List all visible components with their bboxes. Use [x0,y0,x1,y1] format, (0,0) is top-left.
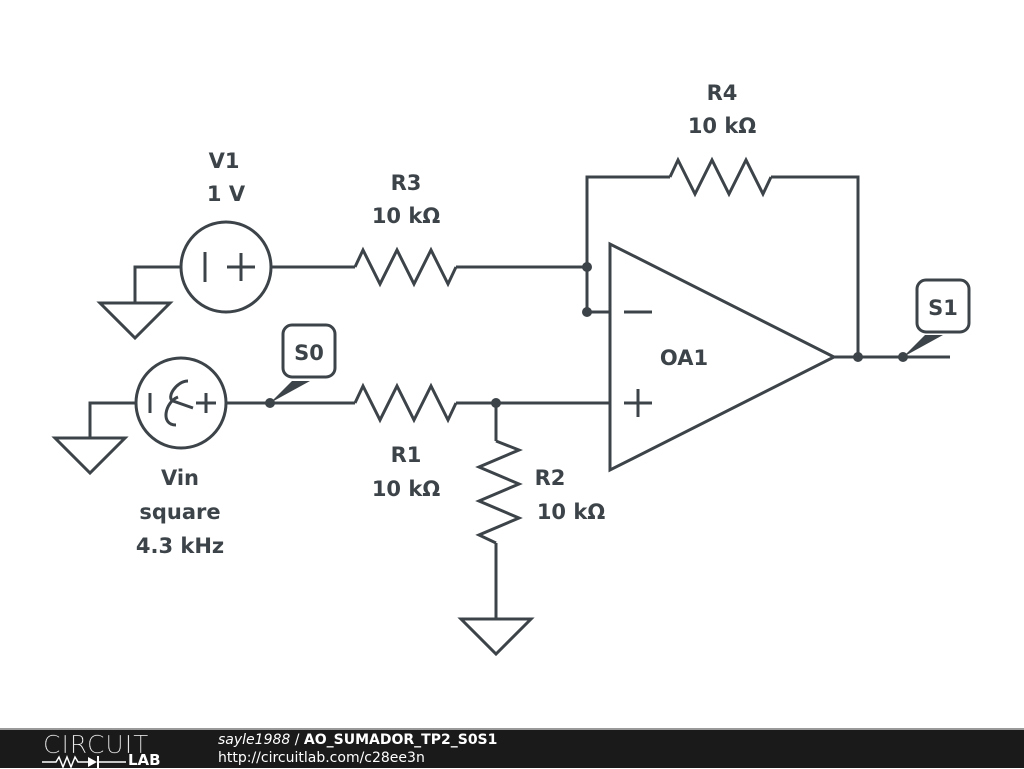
probe-s1-label: S1 [928,296,958,320]
vin-label: Vin [161,466,199,490]
r3-label: R3 [391,171,422,195]
r2-label: R2 [535,466,566,490]
circuitlab-logo-lab: LAB [128,751,161,769]
r3-resistor[interactable] [353,246,458,288]
circuit-url[interactable]: http://circuitlab.com/c28ee3n [218,750,425,766]
vin-frequency: 4.3 kHz [136,534,224,558]
v1-value: 1 V [207,182,246,206]
probe-s0-label: S0 [294,341,324,365]
ground-v1 [96,265,181,341]
r1-resistor[interactable] [353,382,458,424]
v1-label: V1 [209,149,240,173]
r1-label: R1 [391,443,422,467]
r2-resistor[interactable] [475,439,523,545]
wire-feedback-right [771,175,860,356]
vin-source[interactable] [134,356,228,450]
wire-feedback-left [585,175,670,312]
r4-label: R4 [707,81,738,105]
r2-value: 10 kΩ [537,500,606,524]
resistor-diode-logo-icon [42,755,126,769]
ground-vin [51,401,136,476]
circuit-name: AO_SUMADOR_TP2_S0S1 [303,732,498,748]
r1-value: 10 kΩ [372,477,441,501]
op-amp-oa1[interactable] [608,241,838,473]
v1-source[interactable] [179,220,273,314]
ground-r2 [457,617,535,657]
r3-value: 10 kΩ [372,204,441,228]
circuitlab-logo-text[interactable]: CIRCUIT [43,730,150,759]
vin-waveform: square [139,500,220,524]
schematic-canvas: V1 1 V R3 10 kΩ R4 10 kΩ OA1 S1 [51,81,971,657]
probe-s0[interactable]: S0 [270,323,337,403]
r4-resistor[interactable] [668,156,773,198]
oa1-label: OA1 [660,346,708,370]
probe-s1[interactable]: S1 [903,278,971,357]
circuit-title-line: sayle1988 / AO_SUMADOR_TP2_S0S1 [218,732,497,749]
footer-bar: CIRCUIT LAB sayle1988 / AO_SUMADOR_TP2_S… [0,728,1024,769]
junction-dot [853,352,863,362]
r4-value: 10 kΩ [688,114,757,138]
title-separator: / [290,732,304,748]
junction-dot [582,262,592,272]
author-name[interactable]: sayle1988 [218,732,291,748]
